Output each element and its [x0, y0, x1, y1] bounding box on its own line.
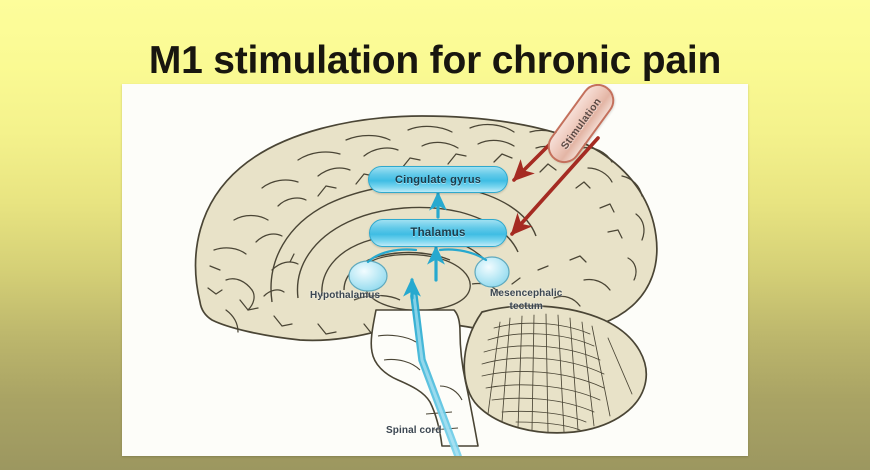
subcortical-nuclei: [348, 256, 510, 292]
brain-diagram: Cingulate gyrus Thalamus Stimulation Hyp…: [122, 84, 748, 456]
cortical-sulci: [207, 123, 645, 335]
label-spinal-cord: Spinal cord: [386, 425, 442, 436]
brainstem: [370, 309, 479, 447]
arrow-stimulation-to-thalamus: [510, 136, 600, 236]
label-mesencephalic-tectum: Mesencephalic tectum: [490, 288, 562, 313]
brain-diagram-svg: [194, 115, 658, 456]
callout-cingulate-gyrus: Cingulate gyrus: [368, 166, 508, 193]
label-mesencephalic-tectum-line1: Mesencephalic: [490, 288, 563, 299]
label-mesencephalic-tectum-line2: tectum: [509, 300, 543, 312]
callout-thalamus: Thalamus: [369, 219, 507, 247]
pathway-arrows: [366, 191, 488, 300]
label-hypothalamus: Hypothalamus: [310, 290, 381, 301]
cerebellum: [463, 305, 648, 434]
page-title: M1 stimulation for chronic pain: [148, 39, 722, 83]
hypothalamus-nucleus: [348, 260, 388, 292]
ascending-pain-pathway: [410, 292, 462, 456]
figure-panel: Cingulate gyrus Thalamus Stimulation Hyp…: [122, 84, 748, 456]
mesencephalic-tectum-nucleus: [474, 256, 510, 288]
